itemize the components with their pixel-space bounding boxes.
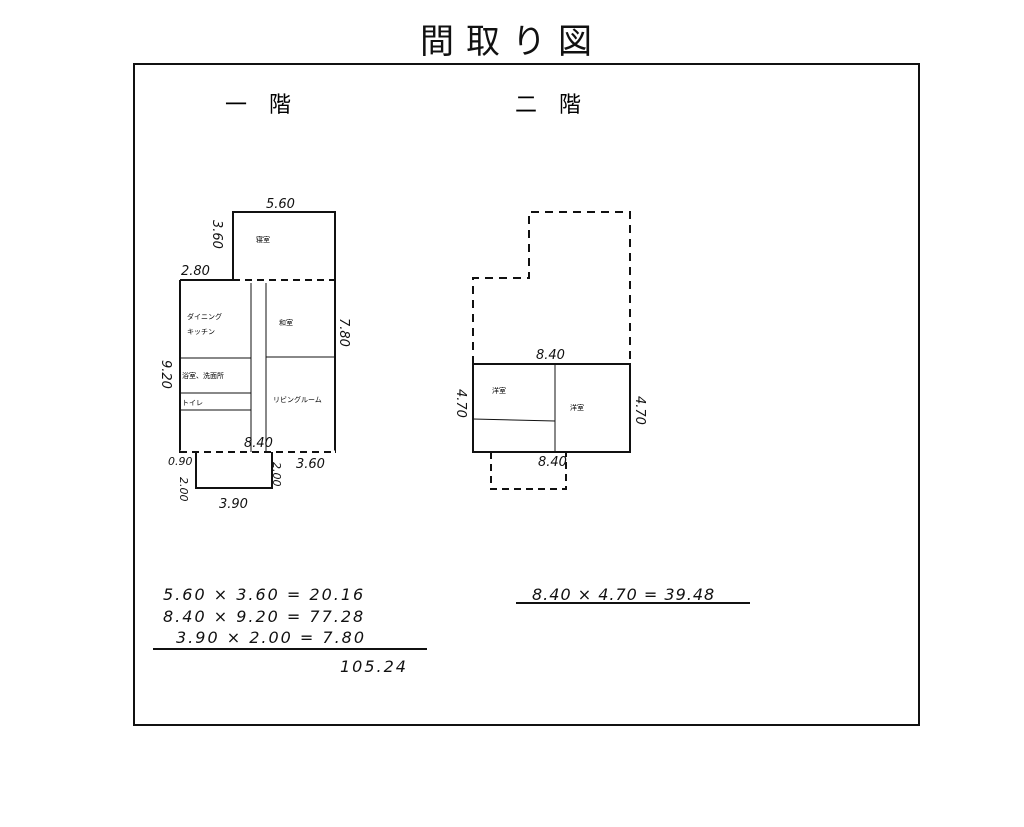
room-western1: 洋室	[492, 386, 506, 395]
floor2-balcony-outline	[490, 452, 567, 490]
dim-left-main: 9.20	[158, 360, 173, 389]
floor2-heading: 二 階	[515, 93, 581, 118]
room-dining: ダイニング	[187, 312, 222, 321]
dim-step: 2.80	[181, 264, 210, 279]
f2-dim-left: 4.70	[453, 389, 468, 418]
dim-top: 5.60	[266, 197, 295, 212]
calc-floor2: 8.40 × 4.70 = 39.48	[532, 585, 715, 604]
dim-right: 7.80	[336, 318, 351, 347]
room-toilet: トイレ	[182, 399, 203, 407]
f2-dim-top: 8.40	[536, 348, 565, 363]
calc-line-3: 3.90 × 2.00 = 7.80	[176, 628, 366, 647]
calc-line-2: 8.40 × 9.20 = 77.28	[163, 607, 365, 626]
calc-line-1: 5.60 × 3.60 = 20.16	[163, 585, 365, 604]
drawing-frame	[133, 63, 920, 726]
room-bath: 浴室、洗面所	[182, 371, 224, 380]
f2-dim-right: 4.70	[632, 396, 647, 425]
floor1-porch-outline	[195, 452, 273, 489]
floor1-main-outline	[179, 280, 336, 453]
floor2-plan	[472, 363, 631, 453]
room-kitchen: キッチン	[187, 328, 215, 336]
room-japanese: 和室	[279, 318, 293, 327]
room-bedroom: 寝室	[256, 235, 270, 244]
floor1-bedroom-outline	[232, 211, 336, 280]
floor1-plan	[179, 211, 336, 489]
floor2-upper-outline	[472, 211, 631, 364]
calc-total: 105.24	[340, 657, 408, 676]
dim-porch-right: 3.60	[296, 457, 325, 472]
dim-porch-bottom: 3.90	[219, 497, 248, 512]
dim-porch-height2: 2.00	[270, 462, 283, 487]
room-western2: 洋室	[570, 403, 584, 412]
room-living: リビングルーム	[273, 395, 322, 404]
page-title: 間取り図	[420, 22, 604, 62]
dim-porch-left: 0.90	[168, 455, 193, 468]
dim-left-upper: 3.60	[209, 220, 224, 249]
dim-bottom-mid: 8.40	[244, 436, 273, 451]
floor1-heading: 一 階	[225, 93, 291, 118]
dim-porch-height: 2.00	[177, 477, 190, 502]
f2-dim-bottom: 8.40	[538, 455, 567, 470]
